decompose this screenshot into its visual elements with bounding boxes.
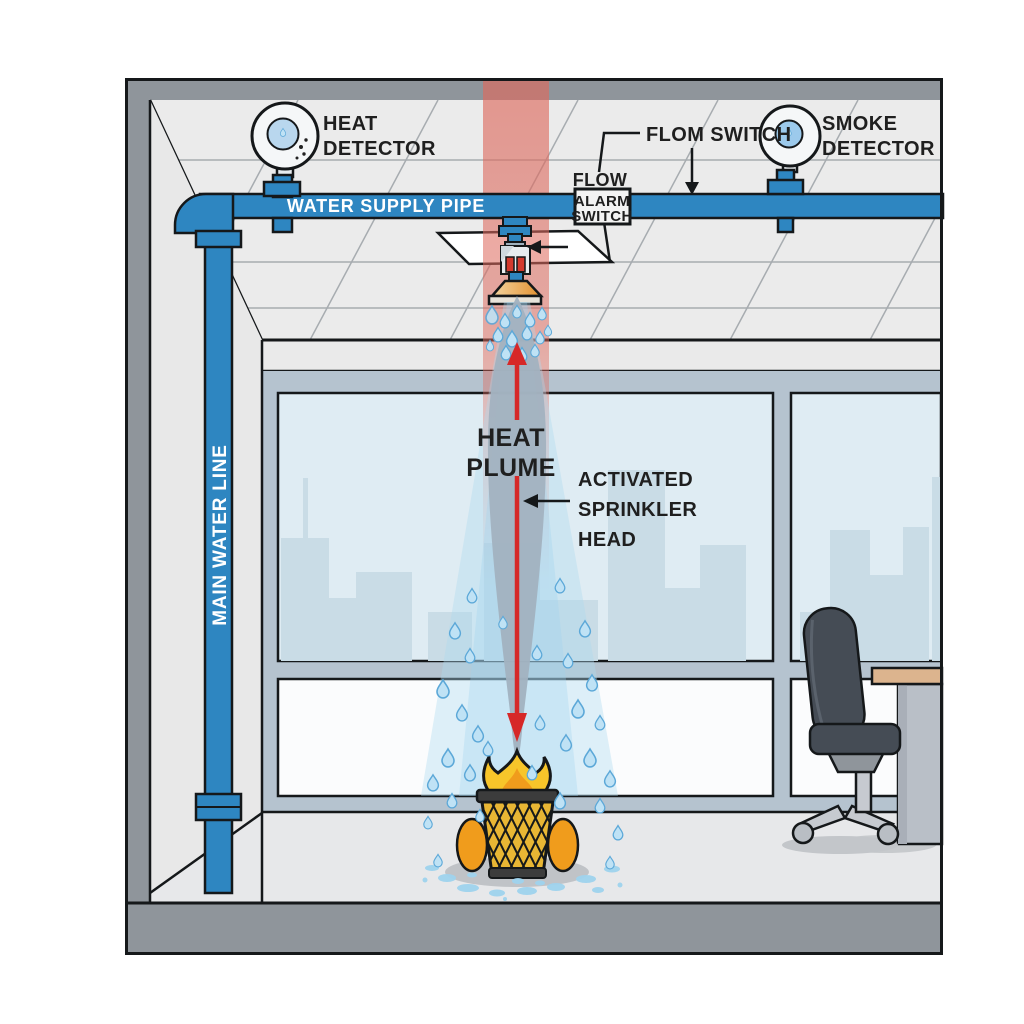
water-splash bbox=[422, 865, 623, 901]
labels: HEAT DETECTOR SMOKE DETECTOR FLOM SWITCH… bbox=[210, 113, 935, 626]
heat-detector-label-2: DETECTOR bbox=[323, 138, 436, 160]
sprinkler-bulb-left bbox=[505, 256, 515, 273]
water-supply-pipe bbox=[198, 192, 945, 220]
desk-top bbox=[870, 666, 944, 686]
sprinkler-pointer-head bbox=[527, 240, 541, 254]
pipe-flange bbox=[194, 229, 243, 249]
heat-rise-arrow bbox=[507, 342, 527, 420]
sprinkler-head bbox=[487, 216, 544, 306]
flow-switch-label: FLOM SWITCH bbox=[646, 124, 791, 146]
heat-plume-label-2: PLUME bbox=[466, 454, 556, 482]
activated-arrow-head bbox=[523, 494, 538, 508]
alarm-switch-box bbox=[573, 187, 632, 226]
alarm-switch-label-2: SWITCH bbox=[571, 208, 633, 225]
flow-word-label: FLOW bbox=[573, 170, 628, 190]
basket-rim bbox=[475, 788, 560, 804]
flow-switch-leader bbox=[597, 131, 640, 173]
main-water-line-pipe bbox=[173, 192, 243, 895]
sprinkler-bulb-right bbox=[516, 256, 526, 273]
fire-and-basket bbox=[445, 746, 589, 887]
callout-lines bbox=[523, 131, 699, 508]
flow-alarm-switch bbox=[573, 187, 632, 263]
side-flame-left bbox=[455, 817, 489, 873]
water-down-arrow bbox=[507, 476, 527, 742]
drawing-border bbox=[125, 78, 943, 955]
activated-sprinkler-label-1: ACTIVATED bbox=[578, 469, 693, 491]
main-water-line-label: MAIN WATER LINE bbox=[210, 444, 231, 626]
heat-detector bbox=[250, 101, 320, 234]
activated-sprinkler-label-2: SPRINKLER bbox=[578, 499, 697, 521]
heat-detector-label-1: HEAT bbox=[323, 113, 378, 135]
pipe-elbow bbox=[173, 192, 235, 235]
chair-wheel-right bbox=[876, 822, 900, 846]
chair-seat bbox=[808, 722, 902, 756]
alarm-switch-label-1: ALARM bbox=[574, 193, 630, 210]
city-skyline bbox=[281, 470, 941, 661]
basket-body bbox=[480, 800, 555, 876]
side-flame-right bbox=[546, 817, 580, 873]
office-chair bbox=[782, 606, 902, 854]
smoke-detector-label-1: SMOKE bbox=[822, 113, 897, 135]
basket-base bbox=[488, 867, 547, 879]
heat-plume-label-1: HEAT bbox=[477, 424, 545, 452]
floor-front-edge bbox=[125, 901, 943, 955]
chair-wheel-left bbox=[791, 821, 815, 845]
flow-switch-arrow-head bbox=[685, 182, 699, 195]
smoke-detector bbox=[758, 104, 822, 234]
activated-sprinkler-label-3: HEAD bbox=[578, 529, 636, 551]
water-supply-pipe-label: WATER SUPPLY PIPE bbox=[287, 196, 485, 216]
smoke-detector-label-2: DETECTOR bbox=[822, 138, 935, 160]
